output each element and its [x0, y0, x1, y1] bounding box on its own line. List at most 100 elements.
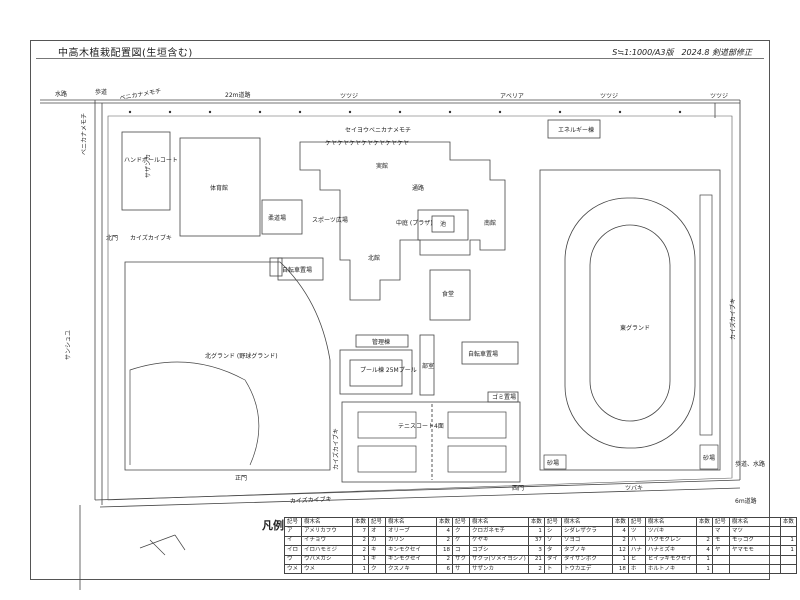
- running-track-inner: [589, 224, 671, 422]
- legend-count: [779, 563, 797, 575]
- kaizuka-e-label: カイズカイブキ: [729, 298, 737, 340]
- tennis-court-1: [357, 411, 417, 439]
- legend-count: 1: [695, 554, 713, 565]
- tennis-court-4: [447, 445, 507, 473]
- legend-code: キ: [368, 545, 387, 556]
- legend-code: カ: [368, 535, 387, 547]
- handball-label: ハンドボールコート: [124, 156, 178, 164]
- legend-tree-name: ケヤキ: [469, 535, 529, 547]
- legend-code: モ: [711, 535, 730, 547]
- legend-count: 7: [351, 526, 370, 537]
- road-south-label: 6m道路: [735, 497, 757, 505]
- shokudo-label: 食堂: [442, 290, 454, 298]
- legend-header: 記号: [284, 516, 302, 528]
- tsubaki-label: ツバキ: [625, 485, 643, 492]
- east-ground-label: 東グランド: [620, 324, 650, 332]
- legend-header: 樹木名: [728, 516, 781, 528]
- legend-header: 本数: [779, 516, 797, 528]
- legend-count: 1: [351, 554, 370, 565]
- legend-code: ハナ: [627, 545, 646, 556]
- road-north-label: 22m道路: [225, 91, 250, 99]
- sand1-label: 砂場: [547, 459, 559, 467]
- tsutsuji-n3-label: ツツジ: [710, 93, 728, 100]
- legend-code: ク: [452, 526, 471, 537]
- legend-code: ツ: [627, 526, 646, 537]
- legend-tree-name: トウカエデ: [560, 563, 613, 575]
- legend-header: 樹木名: [644, 516, 697, 528]
- legend-code: ク: [368, 563, 387, 575]
- legend-count: 1: [611, 554, 629, 565]
- energy-label: エネルギー棟: [558, 126, 594, 134]
- jikkan-label: 実館: [376, 162, 388, 170]
- legend-code: オ: [368, 526, 387, 537]
- legend-tree-name: ハクモクレン: [644, 535, 697, 547]
- legend-count: 21: [527, 554, 545, 565]
- title-rule: [36, 58, 764, 59]
- legend-header: 本数: [527, 516, 545, 528]
- legend-header: 本数: [611, 516, 629, 528]
- legend-tree-name: ギンモクセイ: [385, 554, 438, 565]
- legend-tree-name: ウバメガシ: [301, 554, 353, 565]
- legend-code: ハ: [627, 535, 646, 547]
- legend-header: 樹木名: [385, 516, 438, 528]
- legend-count: 4: [695, 545, 713, 556]
- tennis-court-3: [447, 411, 507, 439]
- courtyard: [417, 209, 469, 241]
- legend-code: ト: [543, 563, 562, 575]
- garbage-label: ゴミ置場: [492, 393, 516, 401]
- legend-tree-name: モッコク: [728, 535, 781, 547]
- legend-tree-name: ウメ: [301, 563, 353, 575]
- east-strip: [699, 194, 713, 436]
- legend-code: シ: [543, 526, 562, 537]
- legend-count: 2: [351, 535, 370, 547]
- legend-code: ヒ: [627, 554, 646, 565]
- legend-code: [711, 554, 730, 565]
- pool-label: プール棟 25Mプール: [360, 366, 417, 374]
- legend-count: 1: [695, 563, 713, 575]
- legend-code: サ: [452, 563, 471, 575]
- management-building: [355, 334, 409, 348]
- site-boundary: [107, 115, 733, 501]
- sand2-label: 砂場: [703, 454, 715, 462]
- judo-building: [261, 199, 303, 235]
- minamikan-label: 南館: [484, 219, 496, 227]
- scale-note: S≒1:1000/A3版 2024.8 剣道部修正: [612, 48, 752, 57]
- legend-tree-name: クロガネモチ: [469, 526, 529, 537]
- baseball-infield: [129, 361, 260, 466]
- legend-tree-name: タイサンボク: [560, 554, 613, 565]
- legend-code: タイ: [543, 554, 562, 565]
- kaizuka-w2-label: カイズカイブキ: [332, 428, 340, 470]
- legend-count: 2: [436, 535, 454, 547]
- tree-marks-north: [128, 110, 682, 114]
- legend-code: サク: [452, 554, 471, 565]
- kaizuka-w-label: カイズカイブキ: [130, 234, 172, 242]
- legend-count: 6: [436, 563, 454, 575]
- legend-count: 2: [611, 535, 629, 547]
- road-lines: [40, 99, 741, 590]
- legend-header: 本数: [351, 516, 370, 528]
- legend-header: 本数: [436, 516, 454, 528]
- abelia-label: アベリア: [500, 93, 524, 100]
- seimon-label: 正門: [235, 475, 247, 482]
- road-se-label: 歩道、水路: [735, 460, 765, 468]
- legend-header: 樹木名: [560, 516, 613, 528]
- legend-header: 樹木名: [469, 516, 529, 528]
- management-label: 管理棟: [372, 338, 390, 346]
- legend-tree-name: マツ: [728, 526, 781, 537]
- legend-count: 37: [527, 535, 545, 547]
- legend-count: 2: [351, 545, 370, 556]
- legend-count: [779, 526, 797, 537]
- tennis-court-2: [357, 445, 417, 473]
- legend-code: ホ: [627, 563, 646, 575]
- legend-tree-name: ヒイラギモクセイ: [644, 554, 697, 565]
- benikaname-w-label: ベニカナメモチ: [81, 113, 88, 155]
- legend-code: ヤ: [711, 545, 730, 556]
- cafeteria-building: [429, 269, 471, 321]
- club-room: [419, 334, 435, 396]
- water-nw-label: 水路: [55, 90, 67, 98]
- legend-tree-name: [728, 554, 781, 565]
- legend-count: [779, 554, 797, 565]
- legend-tree-name: カリン: [385, 535, 438, 547]
- legend-tree-name: イチョウ: [301, 535, 353, 547]
- tennis-area: [341, 401, 521, 483]
